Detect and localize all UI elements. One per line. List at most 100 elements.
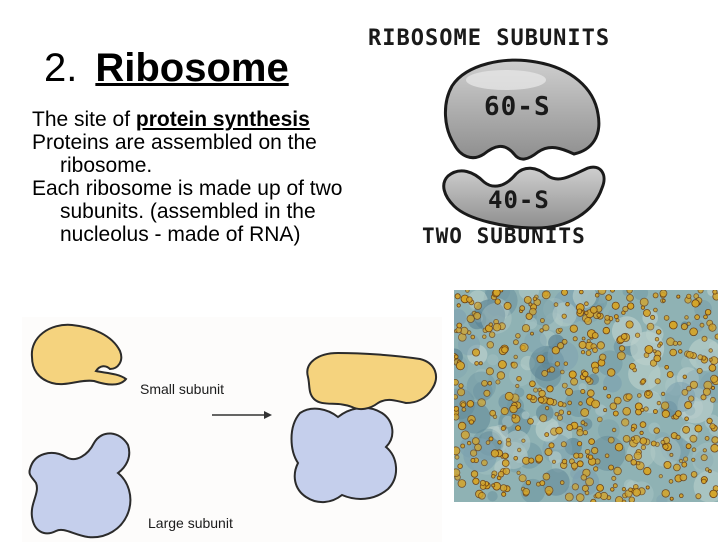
micrograph-granule: [621, 499, 627, 502]
bullet-emphasis: protein synthesis: [135, 108, 310, 131]
micrograph-granule: [681, 389, 689, 396]
micrograph-granule: [691, 447, 697, 453]
micrograph-granule: [686, 385, 692, 392]
micrograph-granule: [652, 409, 658, 414]
micrograph-granule: [659, 290, 668, 298]
micrograph-granule: [704, 435, 710, 441]
micrograph-granule: [551, 459, 557, 464]
micrograph-granule: [682, 374, 687, 379]
micrograph-granule: [608, 464, 615, 471]
micrograph-granule: [513, 339, 519, 346]
micrograph-granule: [675, 410, 682, 417]
micrograph-granule: [607, 436, 615, 444]
bullet-list: The site of protein synthesis Proteins a…: [32, 108, 362, 246]
micrograph-granule: [708, 323, 717, 332]
micrograph-granule: [677, 340, 682, 346]
bullet-text: Each ribosome is made up of two subunits…: [32, 177, 343, 246]
micrograph-granule: [709, 396, 716, 403]
micrograph-granule: [595, 492, 602, 499]
large-subunit-label: 60-S: [484, 92, 551, 122]
micrograph-granule: [473, 311, 482, 320]
micrograph-granule: [658, 474, 663, 479]
title-number: 2.: [44, 46, 78, 90]
micrograph-granule: [640, 379, 646, 385]
micrograph-granule: [708, 348, 713, 353]
large-subunit-caption: Large subunit: [148, 515, 233, 531]
micrograph-texture: [633, 290, 649, 301]
micrograph-granule: [695, 493, 702, 500]
micrograph-granule: [499, 484, 508, 492]
micrograph-granule: [570, 462, 579, 470]
micrograph-granule: [529, 380, 536, 388]
micrograph-granule: [568, 370, 577, 379]
micrograph-granule: [684, 315, 689, 320]
micrograph-granule: [454, 468, 461, 477]
micrograph-granule: [454, 454, 460, 460]
micrograph-granule: [610, 290, 615, 293]
micrograph-granule: [591, 399, 601, 409]
micrograph-texture: [548, 451, 562, 464]
micrograph-granule: [498, 360, 507, 369]
micrograph-granule: [546, 397, 554, 406]
micrograph-granule: [560, 369, 565, 375]
micrograph-granule: [519, 343, 529, 353]
micrograph-granule: [656, 400, 662, 406]
micrograph-granule: [529, 307, 537, 316]
micrograph-granule: [622, 407, 632, 416]
micrograph-granule: [576, 429, 584, 437]
micrograph-granule: [694, 424, 703, 433]
micrograph-granule: [645, 390, 651, 396]
micrograph-granule: [548, 442, 555, 449]
micrograph-granule: [669, 452, 674, 457]
micrograph-granule: [684, 416, 689, 422]
micrograph-granule: [643, 467, 652, 476]
micrograph-granule: [554, 411, 559, 417]
micrograph-granule: [640, 444, 646, 450]
micrograph-granule: [711, 436, 718, 444]
micrograph-granule: [482, 334, 487, 339]
micrograph-granule: [492, 323, 502, 332]
micrograph-granule: [457, 463, 463, 469]
subunits-footer: TWO SUBUNITS: [422, 224, 586, 248]
assembled-small-subunit: [306, 351, 437, 411]
large-subunit-highlight: [466, 70, 546, 90]
ribosome-subunits-diagram: RIBOSOME SUBUNITS 60-S 40-S TWO SUBUNITS: [356, 16, 681, 251]
micrograph-granule: [634, 402, 643, 411]
micrograph-granule: [625, 320, 634, 329]
micrograph-granule: [567, 400, 572, 406]
micrograph-granule: [606, 394, 612, 399]
micrograph-granule: [650, 314, 656, 320]
micrograph-granule: [613, 466, 622, 476]
micrograph-granule: [599, 353, 607, 361]
micrograph-granule: [700, 454, 708, 462]
micrograph-granule: [618, 345, 626, 352]
micrograph-granule: [611, 427, 617, 433]
micrograph-granule: [501, 346, 509, 354]
micrograph-granule: [496, 371, 506, 380]
micrograph-granule: [669, 496, 674, 501]
micrograph-granule: [460, 402, 466, 408]
micrograph-granule: [573, 452, 580, 459]
micrograph-granule: [483, 389, 491, 397]
micrograph-granule: [487, 380, 493, 386]
micrograph-granule: [581, 336, 586, 341]
micrograph-granule: [678, 458, 684, 464]
micrograph-granule: [479, 479, 486, 486]
micrograph-granule: [612, 483, 618, 489]
micrograph-granule: [587, 389, 595, 397]
micrograph-granule: [657, 343, 662, 348]
micrograph-granule: [489, 409, 496, 417]
micrograph-granule: [497, 470, 505, 478]
micrograph-granule: [660, 439, 666, 445]
micrograph-granule: [511, 414, 517, 419]
micrograph-texture: [463, 438, 498, 473]
micrograph-granule: [639, 437, 648, 445]
micrograph-granule: [590, 498, 597, 502]
micrograph-granule: [669, 320, 678, 330]
micrograph-granule: [561, 458, 568, 465]
micrograph-granule: [672, 340, 678, 346]
micrograph-granule: [586, 339, 591, 344]
micrograph-granule: [661, 409, 670, 419]
micrograph-granule: [588, 454, 594, 460]
micrograph-granule: [502, 467, 511, 475]
